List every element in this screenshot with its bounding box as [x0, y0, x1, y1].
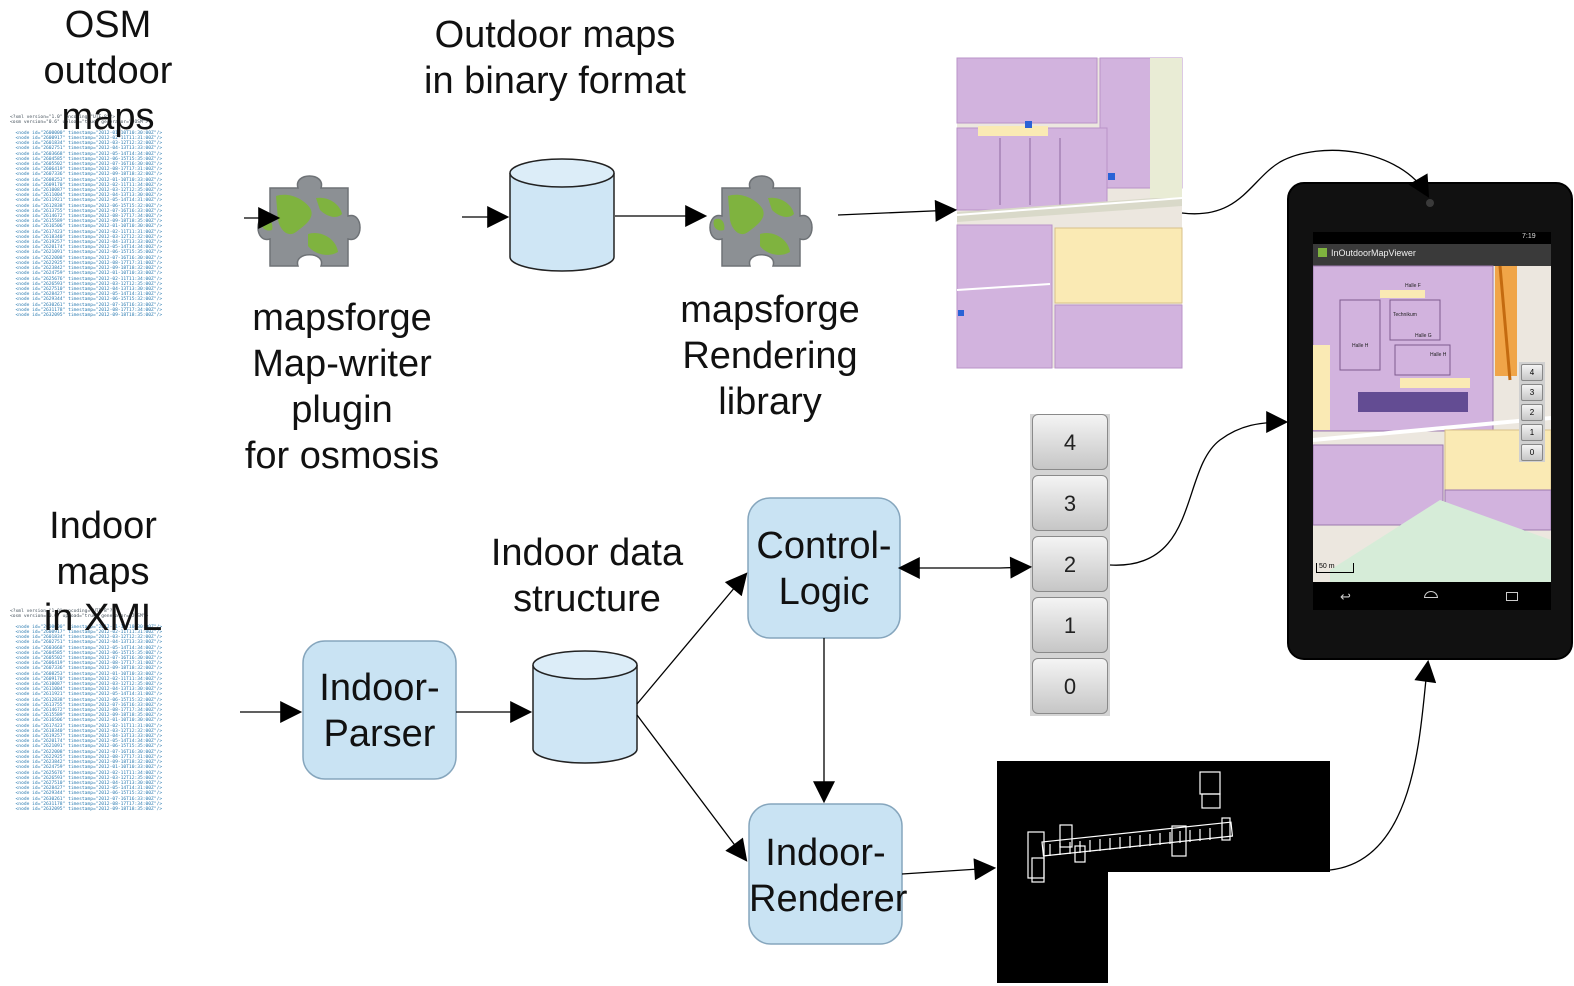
floor-button-4[interactable]: 4: [1032, 414, 1108, 470]
device-scale-bar: 50 m: [1316, 563, 1354, 573]
floor-button-0[interactable]: 0: [1032, 658, 1108, 714]
device-app-title: InOutdoorMapViewer: [1318, 248, 1416, 258]
floor-button-3[interactable]: 3: [1032, 475, 1108, 531]
osm-xml-snippet: <?xml version="1.0" encoding="UTF-8"?> <…: [10, 115, 163, 318]
device-floor-label: 2: [1529, 408, 1535, 417]
nav-back-icon[interactable]: ↩: [1340, 589, 1351, 604]
indoor-xml-snippet: <?xml version="1.0" encoding="UTF-8"?> <…: [10, 609, 163, 812]
indoor-parser-label: Indoor-Parser: [319, 667, 440, 755]
tablet-device: [1287, 182, 1573, 660]
floor-button-1[interactable]: 1: [1032, 597, 1108, 653]
indoor-renderer-label: Indoor-Renderer: [749, 832, 908, 920]
device-map-label-4: Technikum: [1393, 312, 1417, 318]
device-map-label-2: Halle H: [1352, 343, 1369, 349]
device-floor-button-0[interactable]: 0: [1521, 444, 1543, 461]
nav-home-icon[interactable]: [1424, 591, 1438, 598]
outdoor-map-preview: [956, 57, 1183, 369]
device-floor-label: 3: [1529, 388, 1535, 397]
floor-button-label: 3: [1063, 491, 1077, 516]
mapwriter-puzzle-icon: [257, 175, 361, 267]
indoor-render-preview: [997, 761, 1330, 983]
app-icon: [1318, 248, 1327, 257]
device-floor-button-4[interactable]: 4: [1521, 364, 1543, 381]
device-floor-label: 1: [1529, 428, 1535, 437]
floor-button-label: 0: [1063, 674, 1077, 699]
device-floor-button-2[interactable]: 2: [1521, 404, 1543, 421]
indoor-data-database-icon: [532, 650, 638, 764]
rendering-puzzle-icon: [709, 175, 813, 267]
device-floor-button-1[interactable]: 1: [1521, 424, 1543, 441]
device-map-label-5: Halle H: [1430, 352, 1447, 358]
device-status-time: 7:19: [1522, 233, 1536, 240]
device-floor-label: 4: [1529, 368, 1535, 377]
outdoor-binary-database-icon: [509, 158, 615, 272]
nav-recents-icon[interactable]: [1506, 592, 1518, 601]
device-map-label-1: Halle F: [1405, 283, 1421, 289]
floor-button-2[interactable]: 2: [1032, 536, 1108, 592]
flow-arrows: [240, 149, 1437, 881]
floor-button-label: 1: [1063, 613, 1077, 638]
device-floor-label: 0: [1529, 448, 1535, 457]
indoor-parser-box: [302, 640, 457, 780]
floor-button-label: 2: [1063, 552, 1077, 577]
device-map-label-3: Halle G: [1415, 333, 1432, 339]
control-logic-label: Control-Logic: [756, 525, 892, 613]
floor-button-label: 4: [1063, 430, 1077, 455]
device-floor-button-3[interactable]: 3: [1521, 384, 1543, 401]
